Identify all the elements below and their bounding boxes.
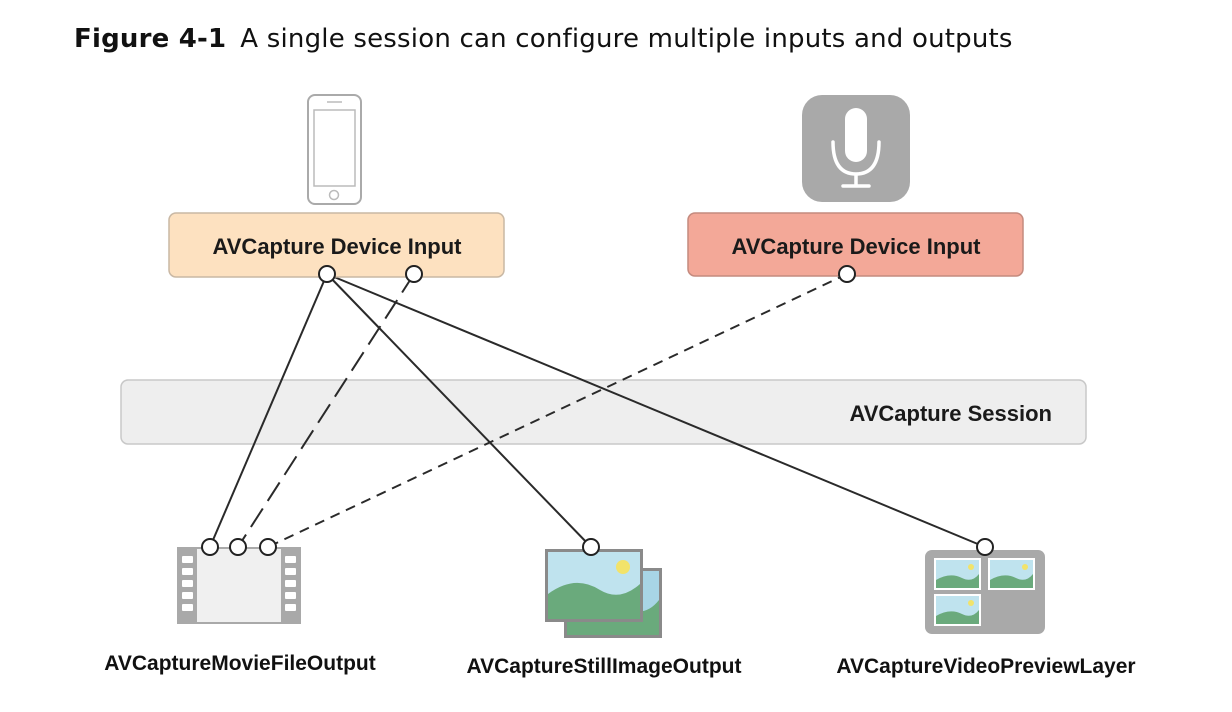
camera-port-1 xyxy=(318,265,336,283)
film-strip-icon xyxy=(177,547,301,624)
preview-layer-port xyxy=(976,538,994,556)
microphone-icon xyxy=(802,95,910,202)
still-image-output-label: AVCaptureStillImageOutput xyxy=(467,655,742,678)
port-circles xyxy=(201,265,994,556)
movie-port-2 xyxy=(229,538,247,556)
camera-device-input: AVCapture Device Input xyxy=(168,212,505,278)
microphone-device-input: AVCapture Device Input xyxy=(687,212,1024,277)
connection-camera-preview xyxy=(326,273,986,548)
session-label: AVCapture Session xyxy=(849,401,1052,426)
movie-file-output-label: AVCaptureMovieFileOutput xyxy=(104,652,375,675)
camera-input-label: AVCapture Device Input xyxy=(213,234,463,259)
iphone-icon xyxy=(307,94,362,205)
photos-icon xyxy=(545,549,662,638)
microphone-port xyxy=(838,265,856,283)
session-bar xyxy=(120,379,1087,445)
video-preview-layer-label: AVCaptureVideoPreviewLayer xyxy=(836,655,1135,678)
connection-camera-movie-dashed xyxy=(237,273,415,548)
camera-port-2 xyxy=(405,265,423,283)
connection-camera-still xyxy=(326,273,592,548)
microphone-input-label: AVCapture Device Input xyxy=(732,234,982,259)
still-image-port xyxy=(582,538,600,556)
connection-camera-movie xyxy=(209,273,328,548)
figure-title: A single session can configure multiple … xyxy=(240,24,1013,54)
connection-mic-movie-dashed xyxy=(267,273,848,548)
movie-port-1 xyxy=(201,538,219,556)
connection-lines xyxy=(209,273,986,548)
preview-layer-icon xyxy=(925,550,1045,634)
figure-caption: Figure 4-1 A single session can configure… xyxy=(74,24,1013,54)
figure-number: Figure 4-1 xyxy=(74,24,227,54)
movie-port-3 xyxy=(259,538,277,556)
